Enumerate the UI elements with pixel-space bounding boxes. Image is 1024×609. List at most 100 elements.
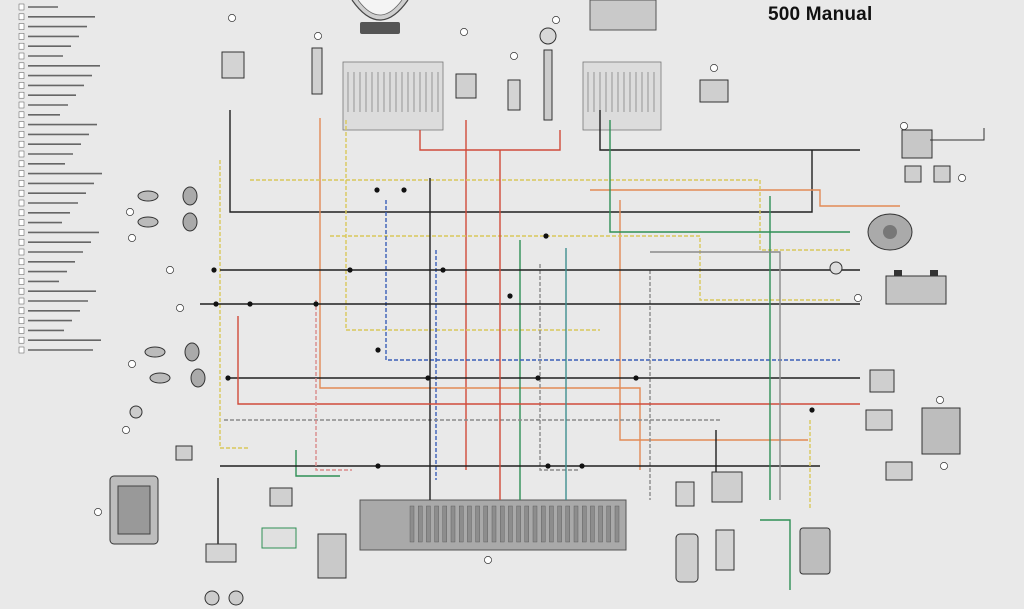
callout-marker — [484, 556, 492, 564]
legend-row-marker — [18, 72, 25, 79]
legend-row-marker — [18, 248, 25, 256]
wire-yellow — [219, 160, 250, 449]
headlight-left-top-icon — [137, 186, 198, 232]
wire-junction — [347, 267, 353, 273]
wire-orange — [590, 189, 900, 207]
legend-row-marker — [18, 160, 25, 168]
connector-pin — [442, 505, 447, 543]
legend-row-marker — [18, 62, 25, 70]
wire-junction — [809, 407, 815, 413]
callout-marker — [854, 294, 862, 302]
legend-row-marker — [18, 238, 25, 246]
wire-junction — [401, 187, 407, 193]
connector-pin — [500, 505, 505, 543]
wire-junction — [313, 301, 319, 307]
battery-icon — [885, 270, 947, 305]
callout-marker — [94, 508, 102, 516]
wire-red — [419, 130, 561, 151]
legend-row-marker — [18, 278, 25, 285]
gear-switch-icon — [261, 487, 347, 579]
main-connector-a — [342, 61, 444, 131]
legend-row-marker — [18, 258, 25, 266]
wire-orange — [319, 118, 641, 470]
callout-marker — [510, 52, 518, 60]
callout-marker — [958, 174, 966, 182]
connector-pin — [614, 505, 620, 543]
ignition-coil-icon — [799, 527, 831, 575]
wire-gray — [539, 264, 580, 471]
wire-black — [599, 110, 860, 151]
legend-row-marker — [18, 91, 25, 99]
connector-pin — [475, 505, 480, 543]
callout-marker — [122, 426, 130, 434]
legend-row-marker — [18, 111, 25, 119]
wire-orange — [619, 200, 808, 441]
legend-row-marker — [18, 219, 25, 226]
relay-icon — [109, 475, 159, 545]
legend-row-marker — [18, 336, 25, 344]
legend-row-marker — [18, 317, 25, 324]
headlight-left-bottom-icon — [144, 342, 206, 388]
connector-pin — [590, 505, 595, 543]
starter-solenoid-icon — [675, 471, 743, 507]
legend-row-marker — [18, 180, 25, 187]
legend-row-marker — [18, 33, 25, 40]
legend-row-marker — [18, 229, 25, 236]
connector-pin — [418, 505, 423, 543]
legend-row-marker — [18, 209, 25, 217]
callout-marker — [228, 14, 236, 22]
wire-junction — [213, 301, 219, 307]
main-connector-b — [582, 61, 662, 131]
callout-marker — [936, 396, 944, 404]
legend-row-marker — [18, 268, 25, 275]
wire-junction — [545, 463, 551, 469]
wire-red — [237, 316, 860, 405]
wire-junction — [425, 375, 431, 381]
legend-row-marker — [18, 140, 25, 148]
callout-marker — [128, 360, 136, 368]
connector-pin — [524, 505, 529, 543]
callout-marker — [128, 234, 136, 242]
connector-pin — [409, 505, 415, 543]
legend-row-marker — [18, 3, 25, 11]
connector-pin — [606, 505, 611, 543]
top-sensor-icons — [221, 27, 729, 121]
switch-cluster-right-icon — [901, 128, 985, 183]
switch-icon — [175, 445, 193, 461]
connector-pin — [508, 505, 513, 543]
legend-row-marker — [18, 131, 25, 138]
wire-green — [760, 519, 791, 590]
callout-marker — [126, 208, 134, 216]
legend-row-marker — [18, 287, 25, 295]
legend-row-marker — [18, 150, 25, 158]
light-bulb-icon — [829, 261, 843, 275]
wire-junction — [579, 463, 585, 469]
legend-row-marker — [18, 199, 25, 207]
connector-pin — [582, 505, 587, 543]
horn-icon — [129, 405, 143, 419]
legend-row-marker — [18, 346, 25, 354]
speedometer-gauge-icon — [351, 0, 409, 34]
wire-green — [609, 120, 850, 233]
callout-marker — [176, 304, 184, 312]
connector-pin — [467, 505, 472, 543]
bottom-left-sensor-icon — [204, 543, 244, 606]
wire-yellow — [250, 179, 850, 251]
wire-black — [229, 110, 813, 213]
fuel-pump-icon — [675, 529, 735, 583]
motor-icon — [867, 213, 913, 251]
wire-junction — [535, 375, 541, 381]
connector-pin — [516, 505, 521, 543]
legend-row-marker — [18, 82, 25, 89]
connector-pin — [434, 505, 439, 543]
callout-marker — [940, 462, 948, 470]
connector-pin — [459, 505, 464, 543]
wire-junction — [633, 375, 639, 381]
wire-pink — [315, 300, 352, 471]
connector-pin — [483, 505, 488, 543]
connector-pin — [450, 505, 456, 543]
connector-pin — [557, 505, 562, 543]
callout-marker — [314, 32, 322, 40]
